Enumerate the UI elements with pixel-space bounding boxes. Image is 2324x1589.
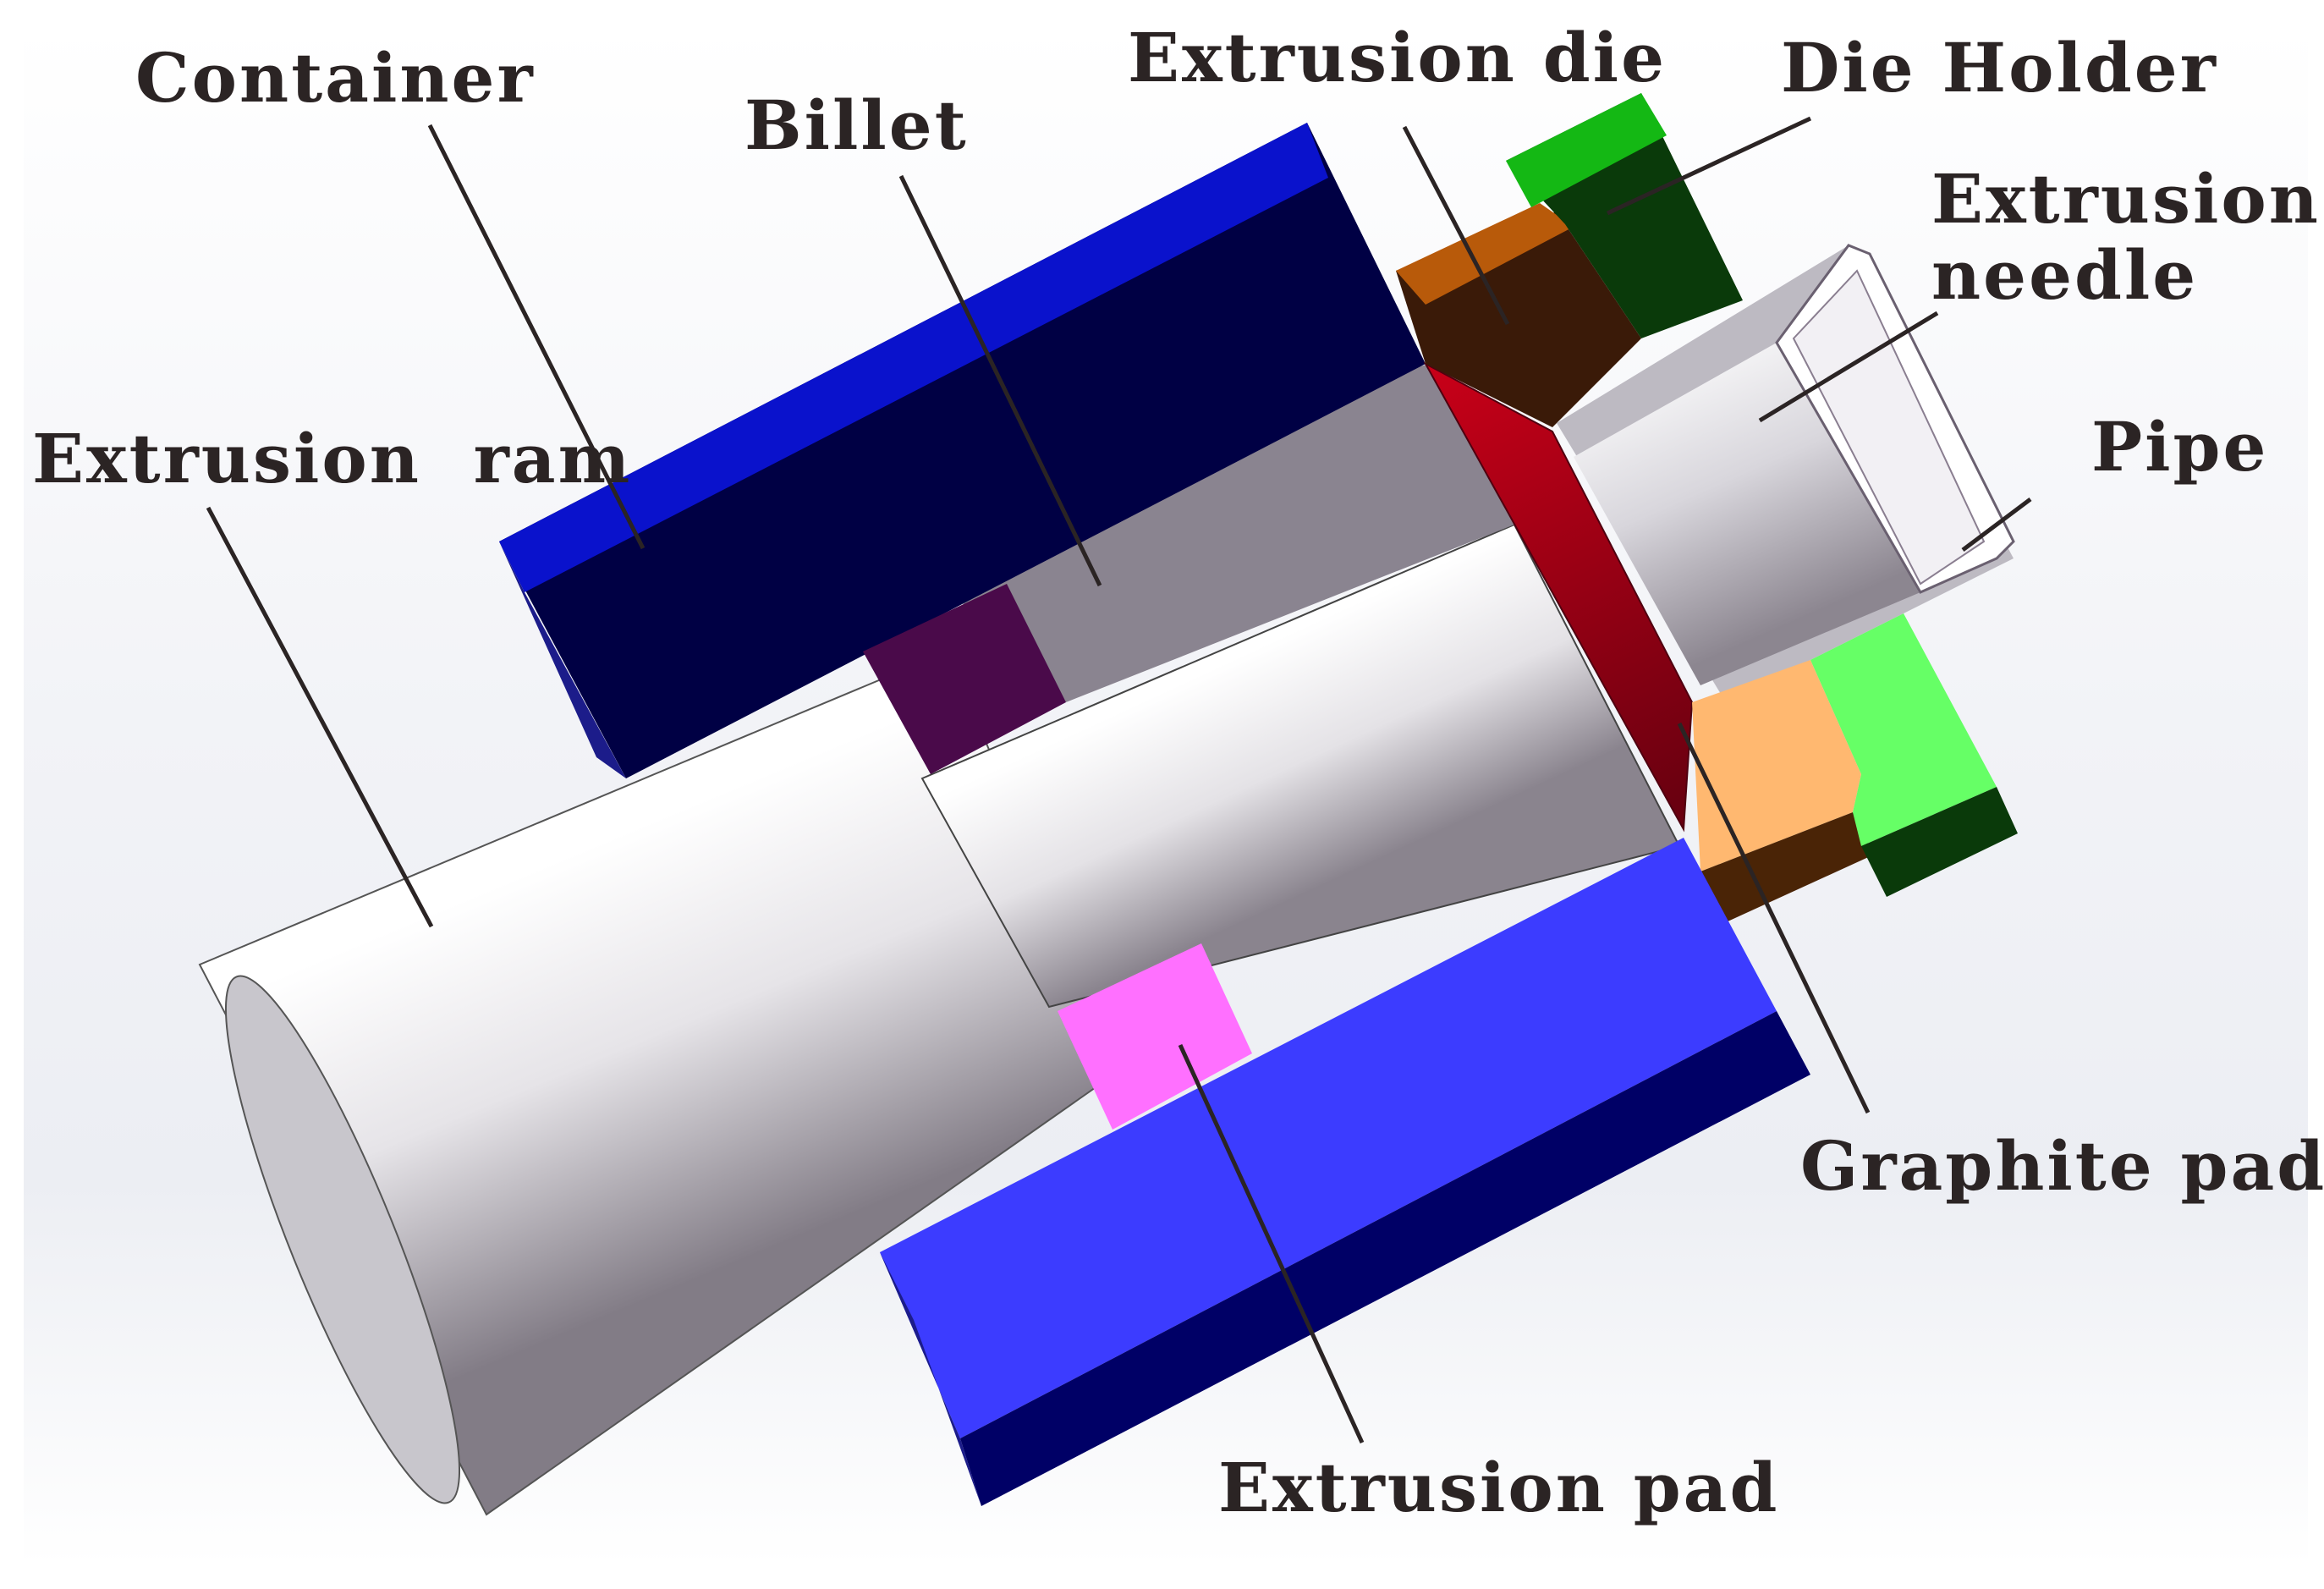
- extrusion-pad-top: [863, 584, 1066, 774]
- leader-extrusion-pad: [1178, 1043, 1365, 1444]
- leader-extrusion-needle: [1758, 311, 1939, 423]
- extrusion-die-top-face: [1396, 203, 1574, 305]
- label-die-holder: Die Holder: [1781, 28, 2218, 107]
- leader-die-holder: [1606, 116, 1812, 216]
- extrusion-die-bottom: [1692, 660, 1861, 871]
- label-graphite-pad: Graphite pad: [1800, 1126, 2324, 1206]
- leader-billet: [898, 174, 1102, 587]
- label-pipe: Pipe: [2091, 407, 2269, 487]
- leader-lines: [206, 116, 2032, 1444]
- extrusion-die-bottom-side: [1700, 812, 1874, 922]
- leader-pipe: [1961, 498, 2032, 552]
- leader-container: [427, 124, 646, 550]
- label-billet: Billet: [744, 85, 969, 165]
- extrusion-pad-bottom: [1058, 943, 1252, 1130]
- die-holder-bottom-side: [1861, 787, 2018, 897]
- container-top: [499, 123, 1426, 778]
- leader-extrusion-die: [1402, 125, 1510, 326]
- label-extrusion-needle: Extrusion needle: [1931, 159, 2321, 316]
- billet: [863, 364, 1514, 702]
- container-bottom-side: [960, 1011, 1810, 1506]
- pipe-inner: [1574, 343, 1920, 685]
- label-extrusion-die: Extrusion die: [1128, 18, 1667, 97]
- extrusion-ram-end: [224, 975, 461, 1504]
- container-bottom: [880, 838, 1777, 1438]
- container-top-face: [499, 123, 1328, 592]
- label-extrusion-ram: Extrusion ram: [32, 419, 633, 498]
- pipe-end-rim-inner: [1792, 269, 1986, 586]
- label-extrusion-pad: Extrusion pad: [1218, 1448, 1780, 1527]
- leader-extrusion-ram: [206, 506, 434, 928]
- die-holder-top-face: [1506, 93, 1667, 207]
- label-container: Container: [135, 38, 536, 118]
- die-holder-bottom: [1810, 613, 1997, 846]
- leader-graphite-pad: [1677, 722, 1871, 1114]
